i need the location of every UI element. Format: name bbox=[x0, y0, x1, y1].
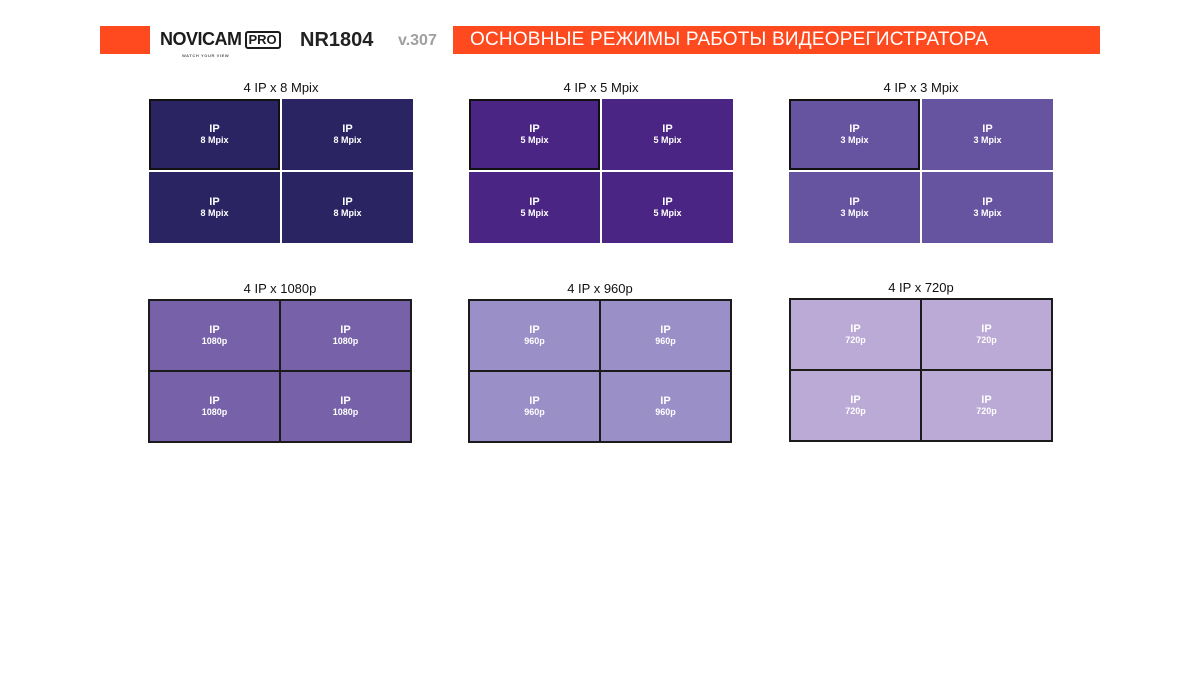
channel-type: IP bbox=[982, 195, 993, 208]
model-name: NR1804 bbox=[300, 29, 374, 51]
channel-type: IP bbox=[850, 393, 861, 406]
mode-label: 4 IP x 720p bbox=[888, 280, 954, 295]
channel-type: IP bbox=[849, 122, 860, 135]
channel-type: IP bbox=[209, 122, 220, 135]
channel-resolution: 3 Mpix bbox=[840, 207, 869, 218]
logo-pro-badge: PRO bbox=[244, 31, 281, 49]
mode-label: 4 IP x 8 Mpix bbox=[243, 80, 319, 95]
channel-resolution: 1080p bbox=[332, 335, 359, 346]
channel-type: IP bbox=[529, 323, 540, 336]
channel-resolution: 5 Mpix bbox=[520, 207, 549, 218]
channel-type: IP bbox=[660, 323, 671, 336]
channel-type: IP bbox=[662, 195, 673, 208]
channel-type: IP bbox=[529, 394, 540, 407]
channel-resolution: 8 Mpix bbox=[200, 134, 229, 145]
mode-label: 4 IP x 3 Mpix bbox=[883, 80, 959, 95]
logo-wordmark: NOVICAM WATCH YOUR VIEW bbox=[160, 29, 242, 58]
channel-type: IP bbox=[849, 195, 860, 208]
mode-label: 4 IP x 960p bbox=[567, 281, 633, 296]
channel-type: IP bbox=[342, 195, 353, 208]
channel-resolution: 720p bbox=[976, 334, 997, 345]
channel-resolution: 960p bbox=[655, 406, 676, 417]
channel-resolution: 960p bbox=[524, 335, 545, 346]
channel-type: IP bbox=[529, 122, 540, 135]
channel-type: IP bbox=[850, 322, 861, 335]
channel-resolution: 1080p bbox=[332, 406, 359, 417]
channel-resolution: 5 Mpix bbox=[653, 207, 682, 218]
channel-type: IP bbox=[662, 122, 673, 135]
channel-resolution: 720p bbox=[976, 405, 997, 416]
channel-resolution: 960p bbox=[655, 335, 676, 346]
version-label: v.307 bbox=[398, 32, 437, 49]
channel-type: IP bbox=[340, 394, 351, 407]
channel-type: IP bbox=[209, 394, 220, 407]
channel-resolution: 5 Mpix bbox=[653, 134, 682, 145]
page-title: ОСНОВНЫЕ РЕЖИМЫ РАБОТЫ ВИДЕОРЕГИСТРАТОРА bbox=[470, 29, 989, 50]
logo-wordmark-text: NOVICAM bbox=[160, 29, 242, 49]
mode-label: 4 IP x 5 Mpix bbox=[563, 80, 639, 95]
channel-resolution: 720p bbox=[845, 405, 866, 416]
channel-resolution: 1080p bbox=[201, 335, 228, 346]
channel-type: IP bbox=[529, 195, 540, 208]
channel-resolution: 8 Mpix bbox=[200, 207, 229, 218]
channel-type: IP bbox=[340, 323, 351, 336]
header-title-bar: ОСНОВНЫЕ РЕЖИМЫ РАБОТЫ ВИДЕОРЕГИСТРАТОРА bbox=[453, 26, 1100, 54]
channel-resolution: 960p bbox=[524, 406, 545, 417]
header-accent-bar-left bbox=[100, 26, 150, 54]
channel-resolution: 1080p bbox=[201, 406, 228, 417]
channel-type: IP bbox=[209, 195, 220, 208]
channel-resolution: 3 Mpix bbox=[973, 134, 1002, 145]
channel-resolution: 8 Mpix bbox=[333, 207, 362, 218]
channel-resolution: 5 Mpix bbox=[520, 134, 549, 145]
logo-tagline: WATCH YOUR VIEW bbox=[182, 53, 230, 58]
channel-type: IP bbox=[342, 122, 353, 135]
channel-type: IP bbox=[660, 394, 671, 407]
channel-type: IP bbox=[981, 322, 992, 335]
channel-type: IP bbox=[981, 393, 992, 406]
channel-resolution: 720p bbox=[845, 334, 866, 345]
novicam-logo: NOVICAM WATCH YOUR VIEW PRO bbox=[160, 29, 281, 58]
channel-resolution: 3 Mpix bbox=[840, 134, 869, 145]
channel-type: IP bbox=[209, 323, 220, 336]
channel-resolution: 8 Mpix bbox=[333, 134, 362, 145]
channel-type: IP bbox=[982, 122, 993, 135]
mode-label: 4 IP x 1080p bbox=[243, 281, 317, 296]
channel-resolution: 3 Mpix bbox=[973, 207, 1002, 218]
